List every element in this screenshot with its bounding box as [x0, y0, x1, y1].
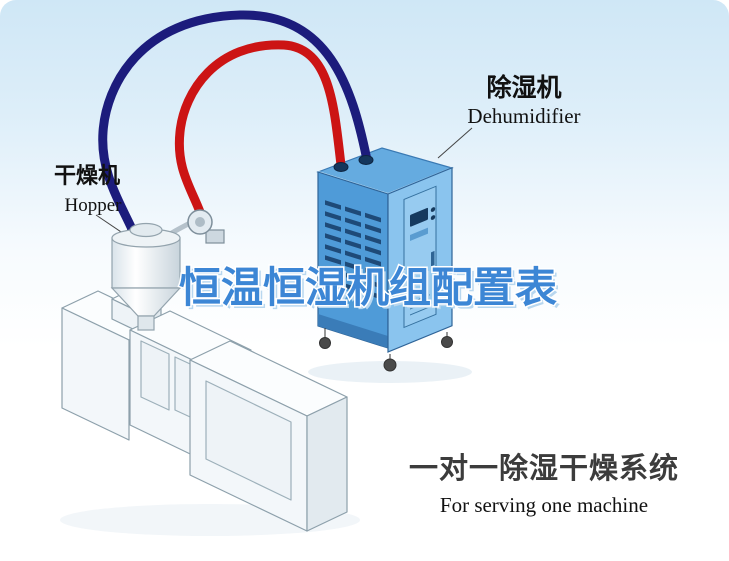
door-vent-line-1	[410, 294, 430, 304]
blue-hose	[98, 10, 372, 243]
dehumidifier-side-face	[387, 166, 453, 353]
hopper-neck	[137, 315, 155, 331]
blower-motor	[187, 209, 225, 244]
control-display	[410, 207, 428, 227]
control-button-1	[430, 207, 436, 212]
extruder-cabinet-side	[306, 396, 348, 532]
hopper-lid-cap	[129, 222, 163, 238]
door-vent-line-2	[410, 300, 430, 310]
dryer-label-cn: 干燥机	[54, 163, 120, 188]
watermark-title-shadow: 恒温恒湿机组配置表	[182, 267, 560, 314]
caster-wheels	[319, 328, 453, 372]
system-caption-en: For serving one machine	[440, 493, 648, 517]
dryer-label-en: Hopper	[65, 195, 123, 216]
hopper-dryer	[110, 209, 225, 331]
hose-fitting-red	[333, 162, 349, 172]
caster-wheel	[441, 336, 453, 348]
system-caption-cn: 一对一除湿干燥系统	[409, 451, 679, 485]
caster-wheel	[319, 337, 331, 349]
dehumidifier-pointer-line	[437, 127, 473, 159]
extruder-mid-panel-1	[140, 340, 170, 411]
extruder-gearbox-front	[61, 307, 130, 441]
dehumidifier-label-en: Dehumidifier	[467, 104, 580, 128]
red-hose	[174, 40, 346, 217]
control-vent	[410, 227, 428, 241]
caster-wheel	[383, 358, 397, 372]
vent-grille	[325, 200, 381, 300]
door-vent-line-3	[410, 306, 430, 316]
dehumidifier-machine	[316, 147, 454, 372]
control-button-2	[430, 215, 436, 220]
watermark-title: 恒温恒湿机组配置表	[179, 264, 557, 311]
dehumidifier-label-cn: 除湿机	[486, 73, 561, 102]
dehumidifier-front-base-strip	[318, 313, 388, 349]
dehumidifier-front-face	[317, 171, 389, 349]
door-handle	[431, 250, 435, 267]
hose-fitting-blue	[358, 155, 374, 165]
extruder-cabinet-panel	[205, 380, 292, 501]
dehumidifier-shadow	[308, 361, 472, 383]
